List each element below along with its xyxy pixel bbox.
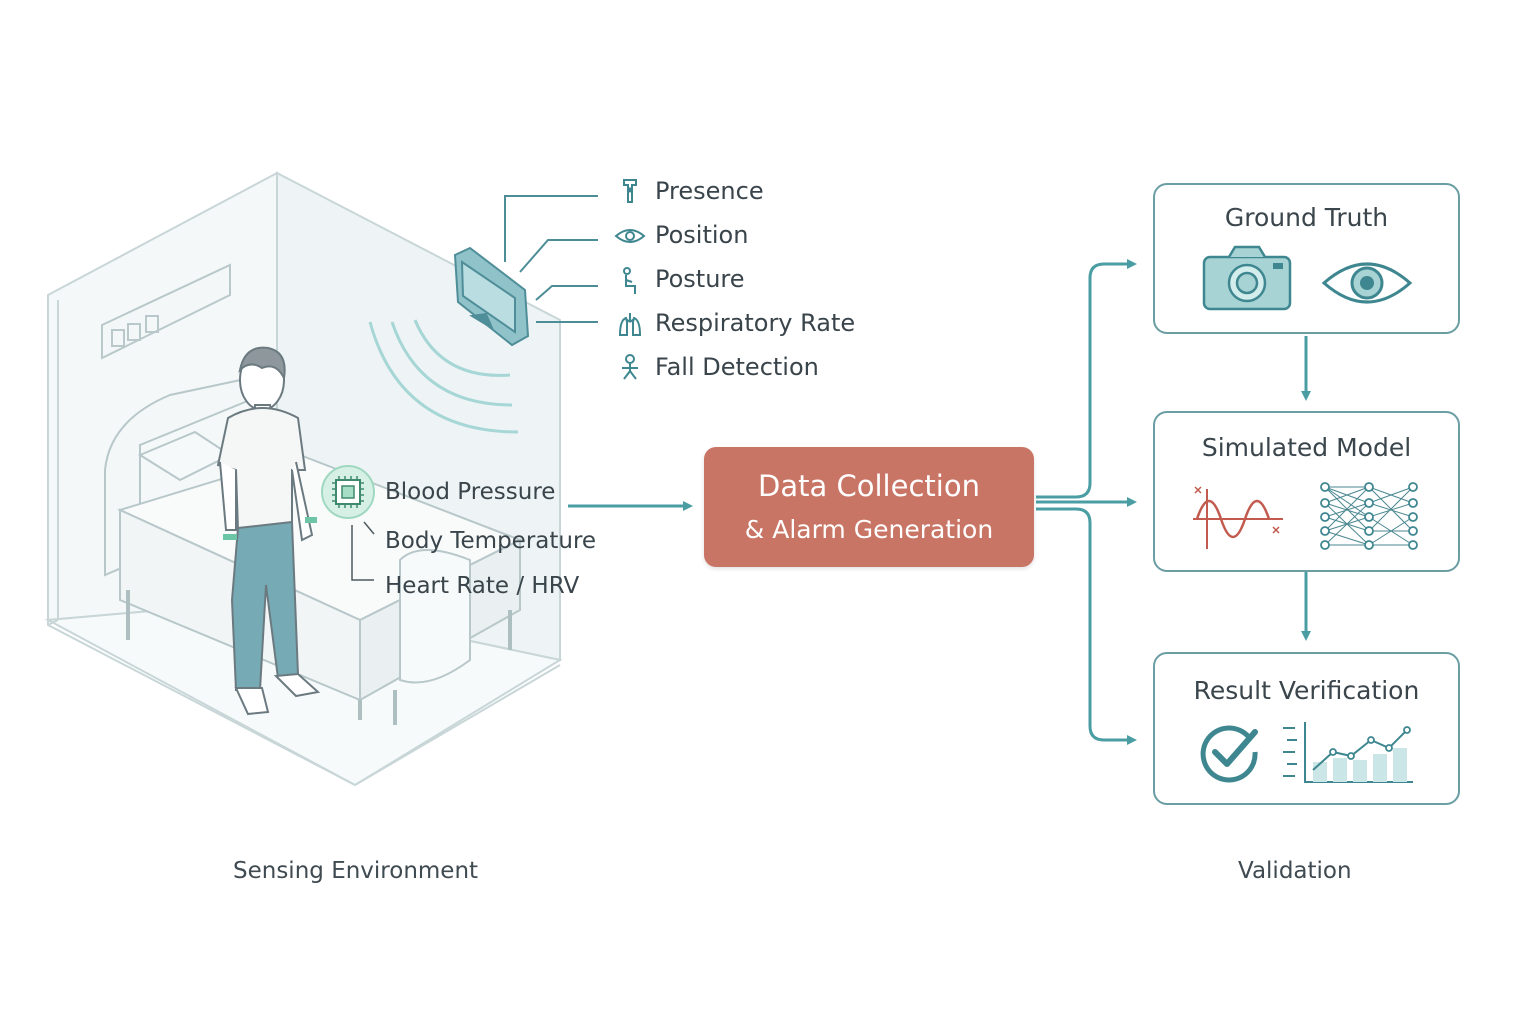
ground-truth-title: Ground Truth: [1224, 203, 1389, 232]
posture-icon: [623, 267, 636, 294]
arrow-to-result-verification: [1036, 507, 1137, 745]
bed: [104, 376, 523, 725]
data-collection-box: Data Collection & Alarm Generation: [704, 447, 1034, 567]
eye-icon: [1321, 262, 1413, 304]
wearable-leader-lines: [351, 521, 375, 581]
presence-icon: [623, 179, 637, 203]
sensor-leader-lines: [504, 195, 598, 323]
wearable-chip: [321, 465, 375, 519]
simulated-model-box: Simulated Model: [1153, 411, 1460, 572]
metric-label-body-temperature: Body Temperature: [385, 528, 597, 554]
result-verification-title: Result Verification: [1193, 676, 1420, 705]
sensor-label-fall-detection: Fall Detection: [655, 353, 819, 381]
radar-sensor-device: [453, 246, 530, 347]
metric-label-blood-pressure: Blood Pressure: [385, 479, 556, 505]
person: [216, 346, 321, 716]
radar-waves: [368, 319, 519, 434]
section-label-sensing-environment: Sensing Environment: [233, 858, 479, 884]
sensor-label-position: Position: [655, 221, 749, 249]
section-label-validation: Validation: [1238, 858, 1352, 884]
chart-icon: [1283, 722, 1413, 783]
result-verification-box: Result Verification: [1153, 652, 1460, 805]
center-box-subtitle: & Alarm Generation: [744, 515, 994, 544]
checkmark-icon: [1200, 725, 1258, 783]
neural-network-icon: [1320, 482, 1418, 550]
camera-icon: [1202, 245, 1292, 311]
wall-panel: [101, 263, 231, 360]
sensor-label-posture: Posture: [655, 265, 745, 293]
arrow-to-ground-truth: [1036, 259, 1137, 499]
sensor-label-presence: Presence: [655, 177, 764, 205]
eye-icon: [614, 229, 646, 243]
simulated-model-title: Simulated Model: [1201, 433, 1412, 462]
center-box-title: Data Collection: [758, 469, 980, 503]
fall-icon: [622, 354, 638, 380]
metric-label-heart-rate: Heart Rate / HRV: [385, 573, 580, 599]
lungs-icon: [618, 313, 642, 336]
sensor-label-respiratory-rate: Respiratory Rate: [655, 309, 856, 337]
ground-truth-box: Ground Truth: [1153, 183, 1460, 334]
function-graph-icon: [1193, 486, 1283, 549]
